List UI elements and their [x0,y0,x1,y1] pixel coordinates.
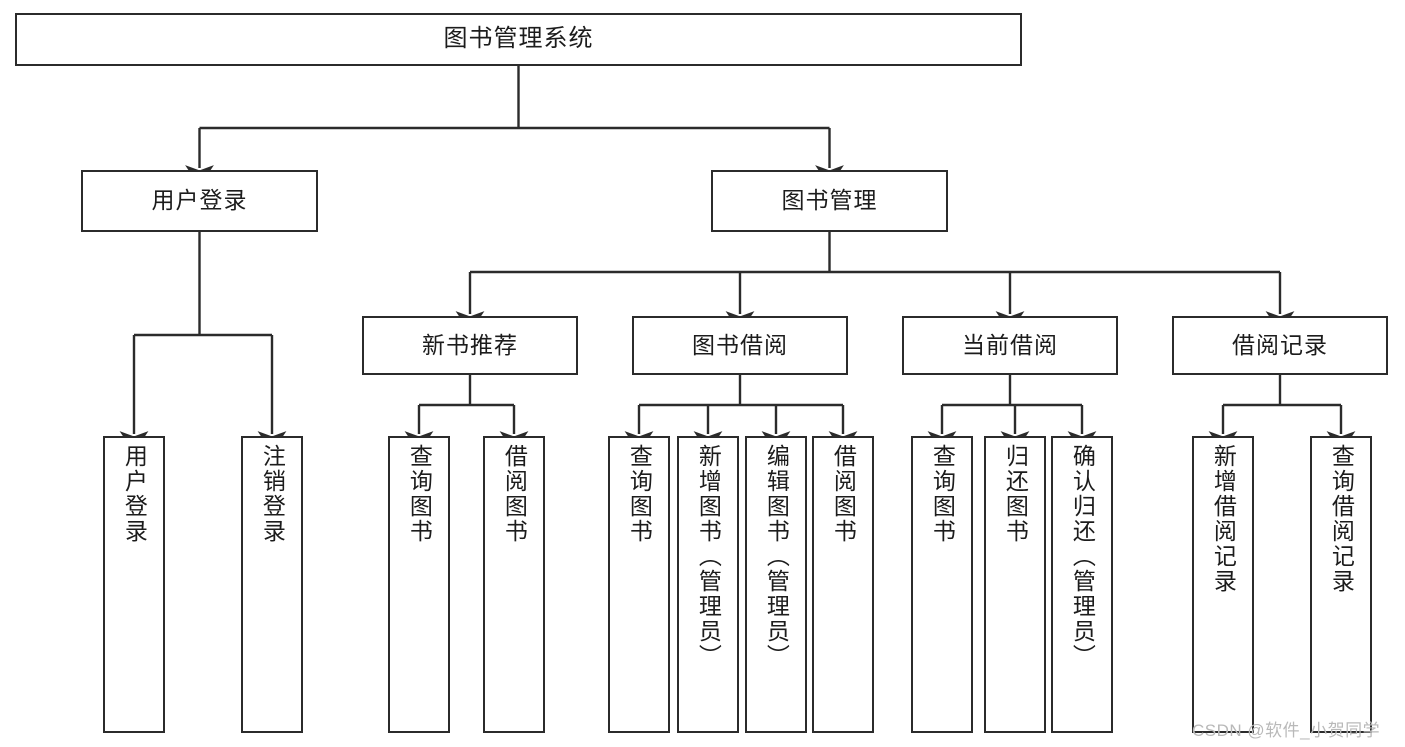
node-leaf-user-login[interactable]: 用户登录 [103,436,165,733]
node-new-book-recommend[interactable]: 新书推荐 [362,316,578,375]
node-leaf-query-book-3[interactable]: 查询图书 [911,436,973,733]
node-current-borrow[interactable]: 当前借阅 [902,316,1118,375]
node-label-vertical: 确认归还（管理员） [1069,444,1096,669]
node-leaf-confirm-return-admin[interactable]: 确认归还（管理员） [1051,436,1113,733]
node-book-borrow[interactable]: 图书借阅 [632,316,848,375]
node-label-vertical: 借阅图书 [830,444,857,544]
node-leaf-query-book-1[interactable]: 查询图书 [388,436,450,733]
node-user-login[interactable]: 用户登录 [81,170,318,232]
node-leaf-edit-book-admin[interactable]: 编辑图书（管理员） [745,436,807,733]
node-leaf-logout-login[interactable]: 注销登录 [241,436,303,733]
node-label-vertical: 查询图书 [626,444,653,544]
node-label-vertical: 查询图书 [406,444,433,544]
node-label-vertical: 查询借阅记录 [1328,444,1355,594]
csdn-watermark: CSDN @软件_小贺同学 [1192,721,1381,740]
node-label-vertical: 注销登录 [259,444,286,544]
node-label-vertical: 新增图书（管理员） [695,444,722,669]
node-label-vertical: 归还图书 [1002,444,1029,544]
node-leaf-borrow-book-1[interactable]: 借阅图书 [483,436,545,733]
node-leaf-add-borrow-record[interactable]: 新增借阅记录 [1192,436,1254,733]
node-leaf-query-book-2[interactable]: 查询图书 [608,436,670,733]
node-root[interactable]: 图书管理系统 [15,13,1022,66]
node-label-vertical: 查询图书 [929,444,956,544]
node-leaf-add-book-admin[interactable]: 新增图书（管理员） [677,436,739,733]
node-label-vertical: 借阅图书 [501,444,528,544]
node-leaf-return-book[interactable]: 归还图书 [984,436,1046,733]
node-leaf-query-borrow-record[interactable]: 查询借阅记录 [1310,436,1372,733]
node-borrow-record[interactable]: 借阅记录 [1172,316,1388,375]
node-leaf-borrow-book-2[interactable]: 借阅图书 [812,436,874,733]
node-book-manage[interactable]: 图书管理 [711,170,948,232]
node-label-vertical: 新增借阅记录 [1210,444,1237,594]
node-label-vertical: 编辑图书（管理员） [763,444,790,669]
node-label-vertical: 用户登录 [121,444,148,544]
